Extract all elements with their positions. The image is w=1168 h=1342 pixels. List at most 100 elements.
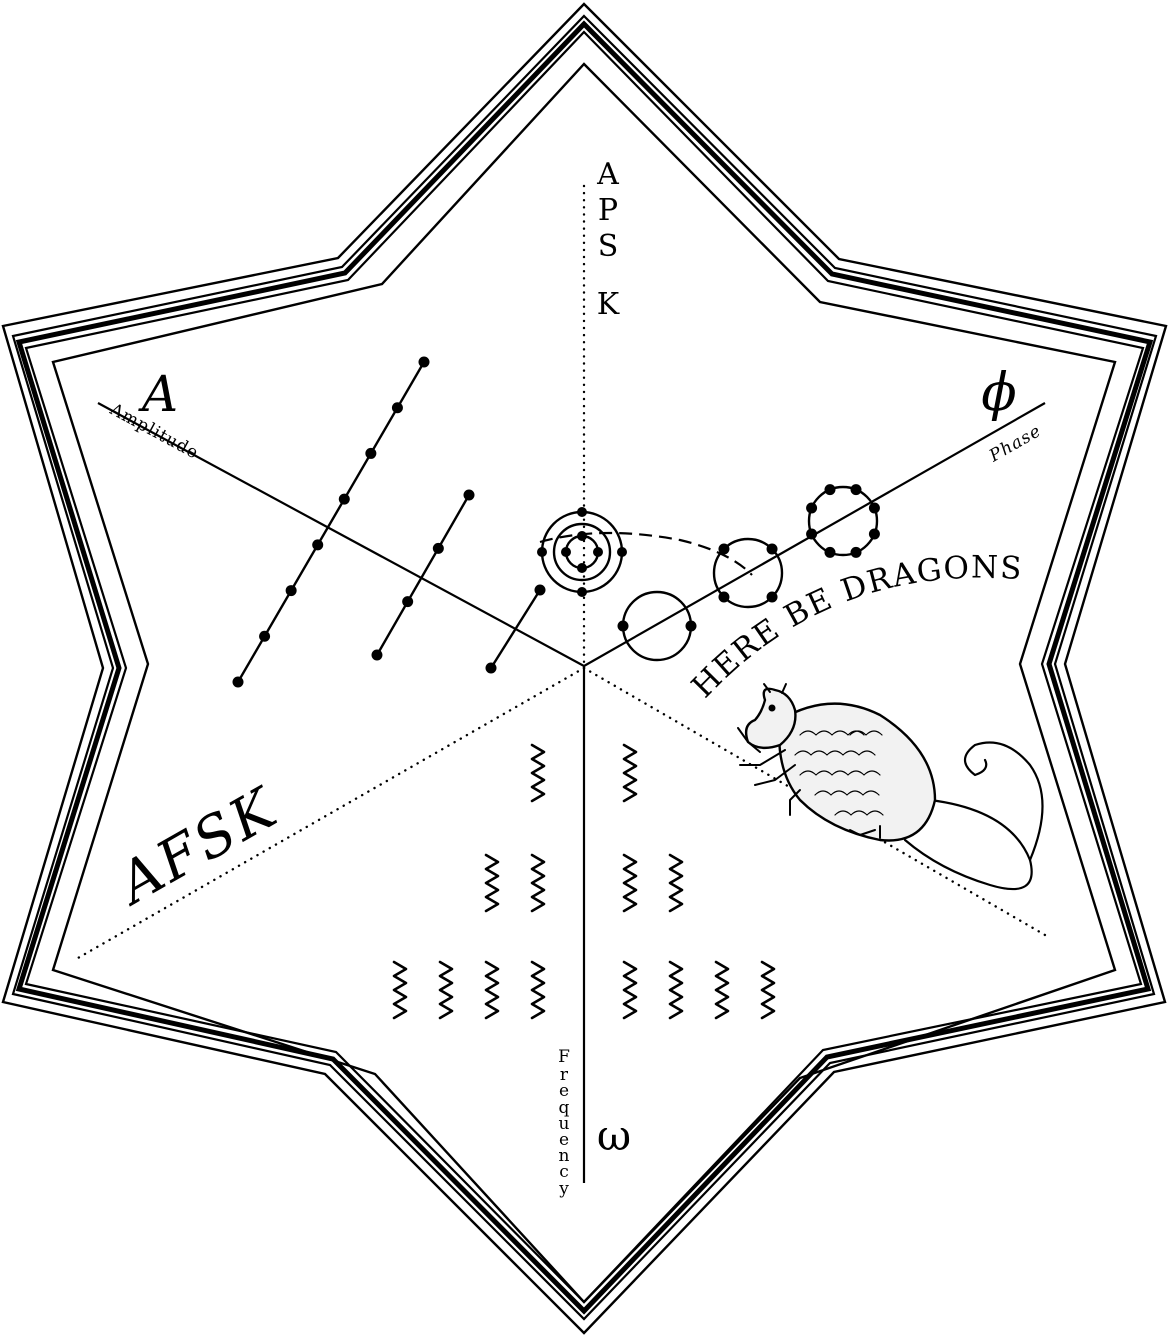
phase-constellation — [712, 537, 784, 609]
phase-constellations — [617, 484, 880, 662]
amplitude-point — [463, 489, 475, 501]
amplitude-symbol: A — [138, 365, 178, 423]
amplitude-constellation — [371, 489, 475, 661]
phase-constellation — [806, 484, 880, 558]
frequency-label: F r e q u e n c y — [558, 1047, 570, 1199]
amplitude-constellation — [485, 584, 546, 674]
phase-point — [766, 543, 778, 555]
frequency-letter: u — [559, 1114, 570, 1134]
phase-constellation — [617, 590, 697, 662]
frequency-tone — [530, 960, 546, 1020]
afsk-label: AFSK — [104, 775, 290, 919]
phase-point — [824, 484, 836, 496]
dragon-tail-curl — [963, 741, 1044, 862]
phase-point — [824, 546, 836, 558]
apsk-inner-point — [593, 547, 603, 557]
phase-point — [850, 546, 862, 558]
apsk-outer-point — [617, 547, 627, 557]
frequency-tone — [438, 960, 454, 1020]
amplitude-point — [232, 676, 244, 688]
phase-point — [718, 591, 730, 603]
apsk-letter: P — [598, 193, 618, 228]
afsk-axis — [76, 666, 586, 960]
apsk-letter: S — [598, 229, 619, 264]
apsk-outer-point — [577, 507, 587, 517]
dragon-scales — [794, 730, 884, 816]
apsk-outer-point — [577, 587, 587, 597]
amplitude-point — [259, 630, 271, 642]
frequency-tone — [668, 853, 684, 913]
frequency-letter: c — [559, 1162, 569, 1182]
phase-ring — [712, 537, 784, 609]
frequency-letter: F — [558, 1047, 570, 1067]
frequency-tone — [668, 960, 684, 1020]
apsk-inner-point — [577, 531, 587, 541]
frequency-symbol: ω — [597, 1111, 631, 1160]
apsk-middle-ring — [552, 522, 612, 582]
amplitude-axis — [97, 402, 585, 667]
frequency-tone — [484, 853, 500, 913]
apsk-letter: A — [596, 157, 619, 192]
amplitude-point — [285, 585, 297, 597]
phase-point — [617, 620, 629, 632]
frequency-tone — [392, 960, 408, 1020]
amplitude-point — [391, 402, 403, 414]
frequency-letter: n — [559, 1146, 570, 1166]
amplitude-constellation-line — [236, 361, 426, 683]
amplitude-point — [534, 584, 546, 596]
apsk-label: A P S K — [596, 157, 620, 322]
dragon-front-legs — [739, 749, 796, 786]
phase-ring — [621, 590, 693, 662]
amplitude-point — [418, 356, 430, 368]
frequency-tone-row — [530, 743, 638, 803]
frequency-letter: r — [560, 1065, 569, 1085]
dragon-hind-legs — [789, 789, 881, 839]
frequency-tone-row — [484, 853, 684, 913]
amplitude-point — [338, 493, 350, 505]
dragon-head — [744, 687, 797, 750]
frequency-letter: e — [559, 1081, 569, 1101]
apsk-letter: K — [597, 287, 620, 322]
here-be-dragons-text: HERE BE DRAGONS — [685, 549, 1023, 705]
star-dashed-band-gaps — [17, 22, 1152, 1313]
phase-symbol: ϕ — [981, 363, 1016, 423]
amplitude-point — [432, 542, 444, 554]
frequency-letter: e — [559, 1130, 569, 1150]
frequency-tone — [622, 743, 638, 803]
apsk-inner-point — [577, 563, 587, 573]
amplitude-point — [371, 649, 383, 661]
phase-point — [868, 528, 880, 540]
dragon-horns — [763, 683, 787, 694]
dragon-jaw — [737, 727, 761, 753]
frequency-tone — [622, 960, 638, 1020]
phase-point — [685, 620, 697, 632]
apsk-inner-point — [561, 547, 571, 557]
phase-point — [850, 484, 862, 496]
frequency-tone-row — [392, 960, 776, 1020]
star-inner-border — [51, 62, 1117, 1304]
phase-point — [806, 528, 818, 540]
amplitude-constellation-line — [375, 494, 471, 656]
dragon-body — [778, 702, 937, 842]
phase-point — [766, 591, 778, 603]
frequency-tone — [714, 960, 730, 1020]
star-border-2 — [11, 14, 1158, 1321]
amplitude-point — [485, 662, 497, 674]
frequency-tone — [484, 960, 500, 1020]
frequency-tones — [392, 743, 776, 1020]
phase-word: Phase — [985, 421, 1045, 467]
phase-point — [868, 502, 880, 514]
amplitude-constellation-line — [489, 589, 542, 669]
apsk-constellation — [537, 507, 627, 597]
apsk-outer-point — [537, 547, 547, 557]
amplitude-constellation — [232, 356, 430, 688]
here-be-dragons: HERE BE DRAGONS — [685, 549, 1024, 705]
amplitude-point — [312, 539, 324, 551]
frequency-tone — [530, 853, 546, 913]
frequency-tone — [760, 960, 776, 1020]
dragon-eye — [768, 704, 776, 712]
